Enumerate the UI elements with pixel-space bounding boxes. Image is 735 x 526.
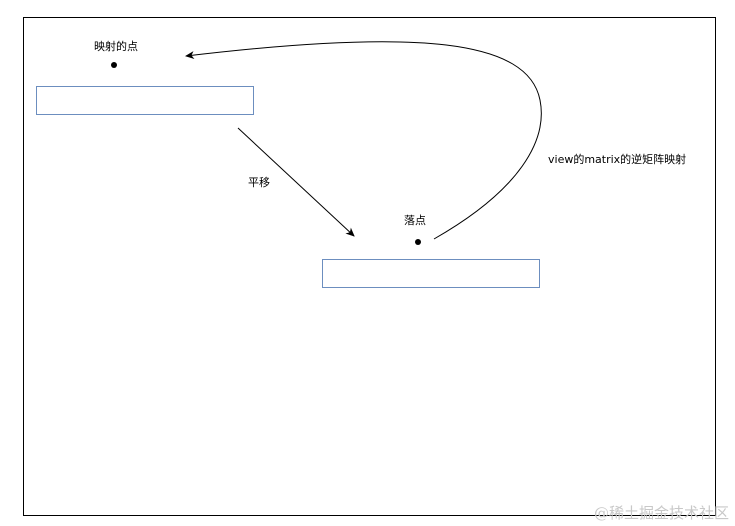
translate-label: 平移 (248, 176, 270, 189)
translated-view-box (322, 259, 540, 288)
diagram-frame (23, 17, 716, 516)
inverse-mapping-arrow (185, 41, 542, 240)
landing-point-label: 落点 (404, 214, 426, 227)
landing-point-dot (415, 239, 421, 245)
mapped-point-label: 映射的点 (94, 40, 138, 53)
original-view-box (36, 86, 254, 115)
watermark: @稀土掘金技术社区 (593, 504, 729, 522)
translate-arrow (237, 127, 355, 237)
inverse-matrix-label: view的matrix的逆矩阵映射 (548, 153, 687, 166)
mapped-point-dot (111, 62, 117, 68)
